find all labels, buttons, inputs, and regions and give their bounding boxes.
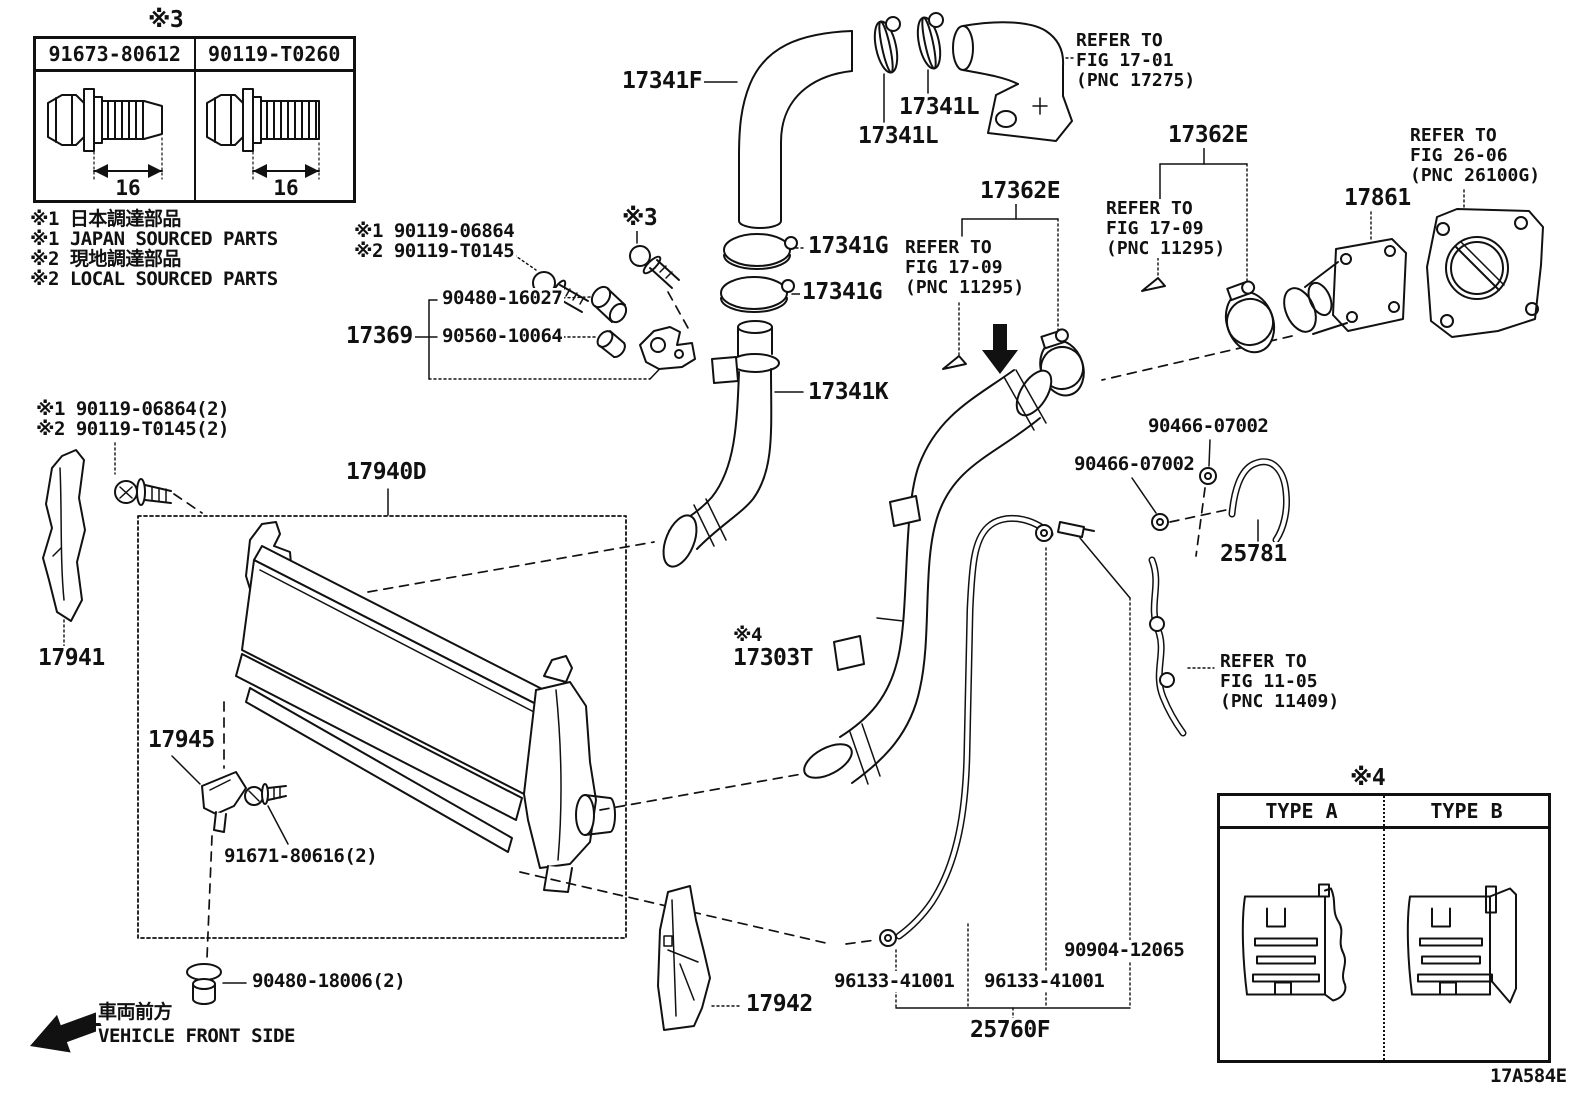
type-b-cell — [1385, 829, 1548, 1060]
hose-25760F-drawing — [879, 514, 1131, 1021]
note-japan-jp: ※1 日本調達部品 — [28, 208, 183, 230]
label-25760F: 25760F — [968, 1017, 1053, 1044]
label-17341L-b: 17341L — [856, 123, 941, 150]
label-17303T-group: ※4 17303T — [731, 604, 816, 672]
bolt-table-marker: ※3 — [146, 7, 186, 34]
vehicle-front-arrow — [30, 1012, 103, 1053]
bolt-cell-b: 16 — [196, 72, 354, 200]
bolt-variant-table: 91673-80612 90119-T0260 — [33, 36, 356, 203]
bracket-17942-drawing — [657, 885, 743, 1031]
label-17341F: 17341F — [620, 68, 705, 95]
grommet-90480-18006-drawing — [186, 963, 247, 1005]
label-90119-T0145-2: ※2 90119-T0145(2) — [34, 418, 231, 440]
type-variant-table: TYPE A TYPE B — [1217, 793, 1551, 1063]
label-96133-41001-a: 96133-41001 — [832, 970, 957, 992]
clamp-17341G-drawing-b — [720, 276, 804, 313]
bolt-a-dimension: 16 — [115, 176, 140, 197]
bolt-marker3-drawing — [629, 229, 689, 329]
label-ref-fig17-09-b: REFER TO FIG 17-09 (PNC 11295) — [1104, 198, 1228, 259]
hose-17341F-drawing — [703, 30, 853, 229]
label-17341L-a: 17341L — [897, 94, 982, 121]
clip-17945-drawing — [171, 701, 247, 959]
pipe-fig11-05-drawing — [1148, 556, 1215, 737]
label-90119-06864: ※1 90119-06864 — [352, 220, 517, 242]
label-90119-06864-2: ※1 90119-06864(2) — [34, 398, 231, 420]
type-a-header: TYPE A — [1220, 796, 1385, 826]
clamp-17362E-b-drawing — [1101, 144, 1293, 381]
label-17341G-a: 17341G — [806, 233, 891, 260]
label-17362E-b: 17362E — [1166, 122, 1251, 149]
label-17303T-marker: ※4 — [733, 623, 762, 646]
bolt-table-col1: 91673-80612 — [36, 39, 196, 69]
label-90904-12065: 90904-12065 — [1062, 939, 1187, 961]
label-17940D: 17940D — [344, 459, 429, 486]
pipe-17303T-drawing — [803, 369, 1053, 785]
label-17303T: 17303T — [733, 644, 814, 671]
bolt-a-drawing: 16 — [46, 88, 163, 197]
label-17941: 17941 — [36, 645, 107, 672]
bolt-b-drawing: 16 — [206, 88, 321, 197]
bolt-cell-a: 16 — [36, 72, 196, 200]
note-local-en: ※2 LOCAL SOURCED PARTS — [28, 268, 280, 290]
vehicle-front-label-en: VEHICLE FRONT SIDE — [96, 1025, 297, 1047]
part-17861-drawing — [1283, 211, 1407, 335]
type-a-cell — [1220, 829, 1385, 1060]
type-a-drawing — [1241, 883, 1346, 1001]
bracket-17941-drawing — [42, 449, 86, 648]
pipe-17341K-drawing — [662, 320, 804, 568]
label-90119-T0145: ※2 90119-T0145 — [352, 240, 517, 262]
intercooler-box-17940D — [137, 488, 627, 939]
label-17341G-b: 17341G — [800, 279, 885, 306]
type-table-marker: ※4 — [1348, 765, 1388, 792]
label-marker3: ※3 — [620, 205, 660, 232]
label-ref-fig11-05: REFER TO FIG 11-05 (PNC 11409) — [1218, 651, 1342, 712]
clamp-17341L-drawing-a — [873, 16, 901, 123]
bolt-table-header: 91673-80612 90119-T0260 — [36, 39, 353, 72]
note-japan-en: ※1 JAPAN SOURCED PARTS — [28, 228, 280, 250]
clamp-17341L-drawing-b — [916, 12, 944, 94]
bracket-17369-drawing — [411, 299, 696, 380]
intercooler-17940D-drawing — [235, 521, 616, 893]
type-b-drawing — [1406, 885, 1517, 1003]
hose-25781-drawing — [1131, 439, 1290, 557]
label-ref-fig26-06: REFER TO FIG 26-06 (PNC 26100G) — [1408, 125, 1543, 186]
label-17341K: 17341K — [806, 379, 891, 406]
label-17942: 17942 — [744, 991, 815, 1018]
label-90480-18006: 90480-18006(2) — [250, 970, 408, 992]
label-17362E-a: 17362E — [978, 178, 1063, 205]
label-17861: 17861 — [1342, 185, 1413, 212]
label-ref-fig17-01: REFER TO FIG 17-01 (PNC 17275) — [1074, 30, 1198, 91]
elbow-fig17-01-drawing — [952, 21, 1075, 142]
note-local-jp: ※2 現地調達部品 — [28, 248, 183, 270]
label-25781: 25781 — [1218, 541, 1289, 568]
figure-code: 17A584E — [1488, 1065, 1569, 1087]
label-91671-80616: 91671-80616(2) — [222, 845, 380, 867]
label-90560-10064: 90560-10064 — [440, 325, 565, 347]
type-table-header: TYPE A TYPE B — [1220, 796, 1548, 829]
label-90466-07002-b: 90466-07002 — [1146, 415, 1271, 437]
spacer-90560-10064-drawing — [557, 330, 626, 359]
label-ref-fig17-09-a: REFER TO FIG 17-09 (PNC 11295) — [903, 237, 1027, 298]
throttle-body-fig26-06-drawing — [1426, 189, 1544, 338]
clamp-17341G-drawing-a — [723, 233, 807, 270]
screw-91671-drawing — [244, 783, 289, 845]
label-17945: 17945 — [146, 727, 217, 754]
bolt-table-col2: 90119-T0260 — [208, 42, 341, 66]
bolt-b-dimension: 16 — [274, 176, 299, 197]
bushing-90480-16027-drawing — [557, 285, 628, 324]
type-b-header: TYPE B — [1430, 799, 1503, 823]
label-96133-41001-b: 96133-41001 — [982, 970, 1107, 992]
label-90480-16027: 90480-16027 — [440, 287, 565, 309]
assembly-dash-lines — [367, 541, 877, 945]
bolt-90119-2-drawing — [114, 442, 203, 514]
label-90466-07002-a: 90466-07002 — [1072, 453, 1197, 475]
vehicle-front-label-jp: 車両前方 — [96, 1001, 175, 1023]
label-17369: 17369 — [344, 323, 415, 350]
